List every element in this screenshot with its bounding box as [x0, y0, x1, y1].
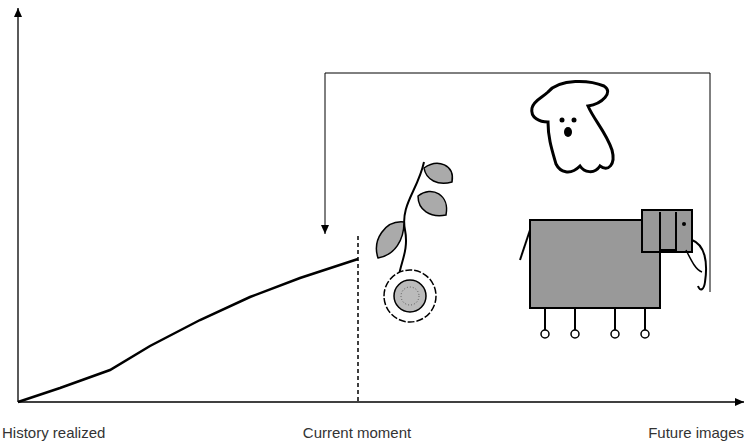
ghost-eye — [572, 118, 577, 123]
ghost-outline — [532, 81, 613, 172]
leaf — [377, 222, 404, 258]
elephant-leg — [574, 308, 576, 330]
elephant-wheel — [611, 330, 619, 338]
elephant-leg — [614, 308, 616, 330]
current-moment-line — [357, 236, 359, 402]
elephant-wheel — [541, 330, 549, 338]
y-axis — [17, 8, 18, 402]
ghost-image — [532, 81, 613, 172]
elephant-wheel — [571, 330, 579, 338]
elephant-wheel — [641, 330, 649, 338]
flower-petals — [384, 270, 436, 322]
history-curve — [18, 259, 358, 402]
elephant-eye — [682, 222, 686, 226]
elephant-body — [530, 220, 660, 308]
leaf — [418, 191, 447, 215]
x-axis — [18, 401, 744, 402]
elephant-leg — [644, 308, 646, 330]
ghost-eye — [560, 118, 565, 123]
elephant-leg — [544, 308, 546, 330]
sunflower-image — [377, 162, 453, 322]
elephant-head — [642, 210, 692, 252]
leaf — [424, 163, 452, 183]
ghost-mouth — [564, 127, 572, 137]
flower-seeds — [401, 287, 419, 305]
elephant-image — [520, 210, 706, 338]
elephant-ear — [660, 212, 676, 250]
axis-label: Current moment — [303, 424, 411, 441]
axis-label: Future images — [648, 424, 744, 441]
elephant-tail — [520, 230, 530, 260]
flower-center — [394, 280, 426, 312]
axis-label: History realized — [2, 424, 105, 441]
elephant-tusk — [686, 250, 702, 272]
